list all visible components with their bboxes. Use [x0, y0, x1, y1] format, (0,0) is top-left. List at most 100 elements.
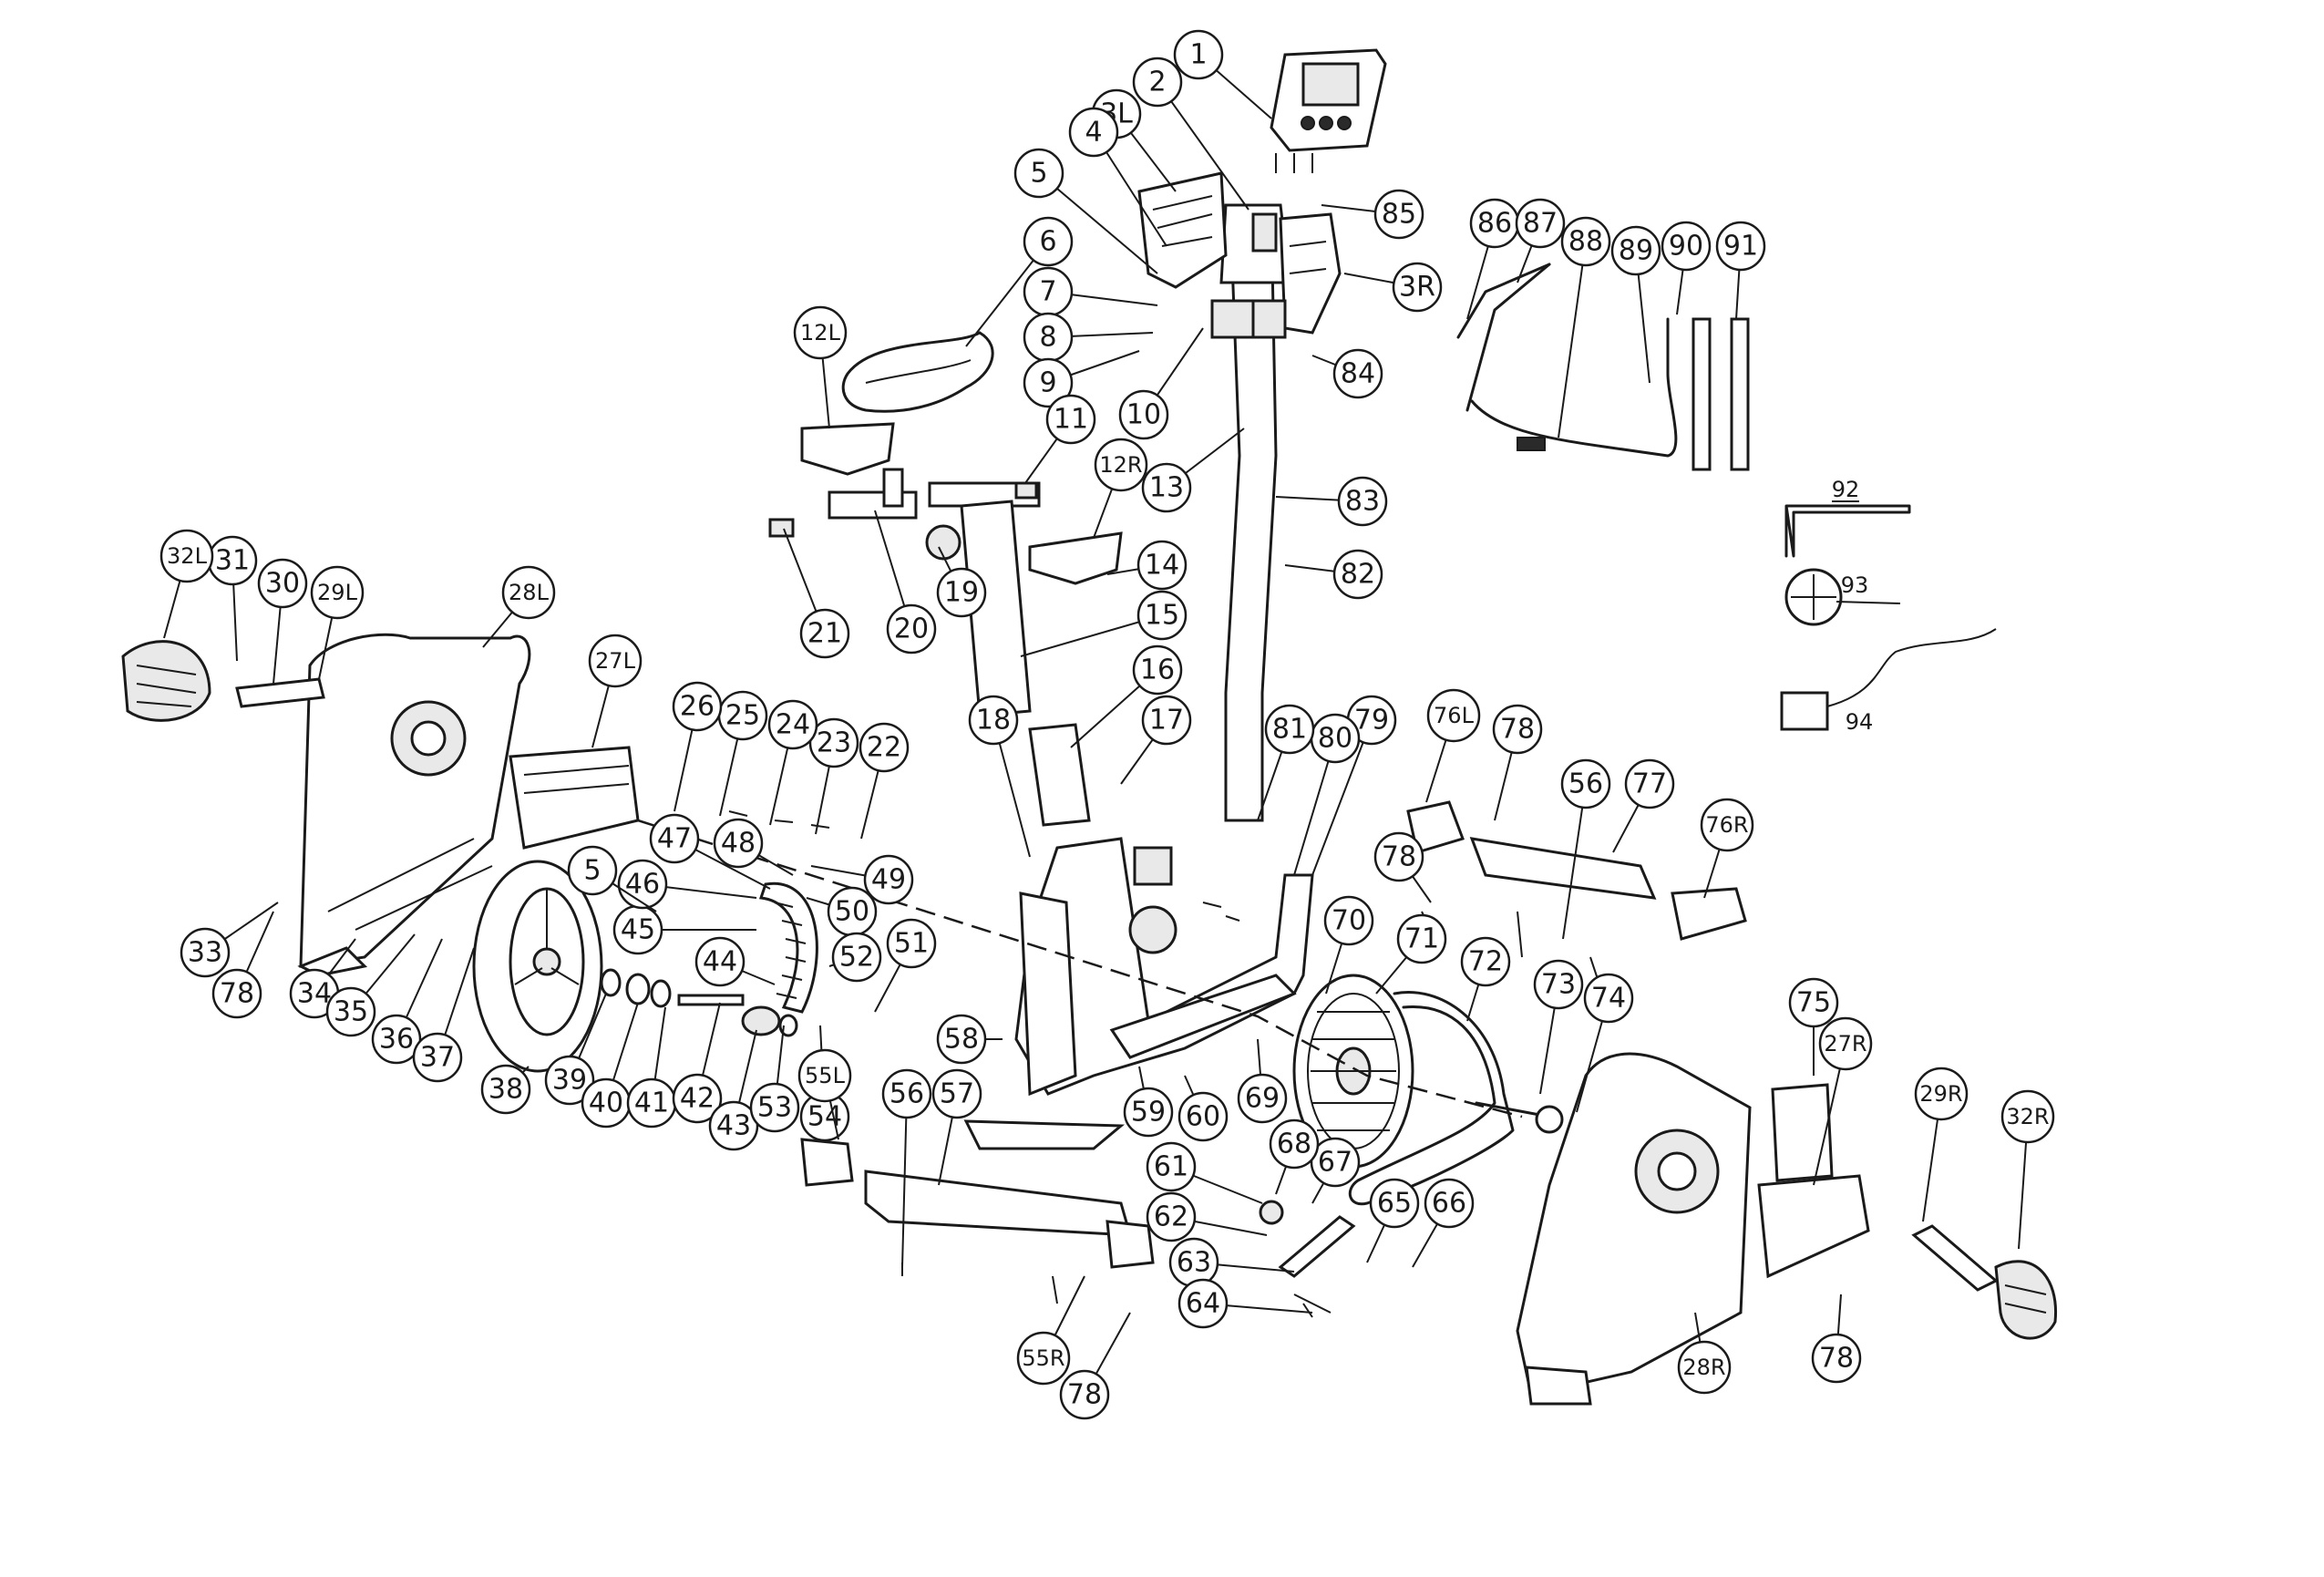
- callout-number: 40: [589, 1087, 623, 1119]
- callout-number: 66: [1432, 1188, 1466, 1220]
- callout-62: 62: [1146, 1191, 1268, 1242]
- callout-55L: 55L: [797, 1048, 852, 1140]
- callout-circle: [1369, 1178, 1420, 1229]
- callout-circle: [1460, 936, 1511, 987]
- callout-circle: [694, 936, 746, 987]
- callout-number: 58: [944, 1024, 979, 1056]
- callout-38: 38: [480, 1064, 531, 1115]
- callout-number: 78: [1819, 1343, 1854, 1375]
- callout-circle: [1141, 462, 1192, 513]
- callout-39: 39: [544, 993, 607, 1106]
- callout-circle: [1332, 549, 1383, 600]
- callout-78: 78: [1811, 1294, 1862, 1384]
- callout-35: 35: [325, 933, 416, 1037]
- callout-41: 41: [626, 1006, 677, 1129]
- callout-number: 86: [1477, 208, 1512, 240]
- rear-stabilizer-drawing: [1406, 800, 1747, 941]
- callout-circle: [480, 1064, 531, 1115]
- callout-2: 2: [1132, 57, 1249, 211]
- callout-70: 70: [1323, 895, 1374, 995]
- callout-63: 63: [1168, 1237, 1295, 1288]
- callout-circle: [936, 567, 987, 618]
- callout-number: 51: [894, 928, 929, 960]
- callout-number: 45: [621, 914, 655, 946]
- callout-circle: [713, 818, 764, 869]
- callout-59: 59: [1123, 1066, 1174, 1138]
- callout-circle: [1914, 1067, 1969, 1121]
- callout-circle: [1118, 389, 1169, 440]
- callout-number: 31: [215, 545, 250, 577]
- callout-86: 86: [1466, 198, 1520, 320]
- callout-circle: [544, 1055, 595, 1106]
- callout-circle: [588, 634, 643, 688]
- callout-56: 56: [1560, 758, 1611, 940]
- callout-circle: [1677, 1340, 1732, 1395]
- callout-circle: [1016, 1331, 1071, 1386]
- pulley-and-belt-drawing: [1292, 974, 1515, 1206]
- callout-29L: 29L: [310, 565, 365, 680]
- callout-79: 79: [1311, 695, 1397, 876]
- tools-drawing: [1780, 504, 1997, 731]
- callout-number: 57: [940, 1078, 974, 1110]
- callout-circle: [863, 854, 914, 905]
- callout-number: 89: [1619, 235, 1653, 267]
- callout-52: 52: [828, 932, 882, 983]
- callout-number: 38: [488, 1074, 523, 1106]
- callout-number: 75: [1796, 987, 1831, 1019]
- axle-parts-drawing: [600, 968, 798, 1037]
- callout-number: 14: [1145, 550, 1179, 582]
- callout-circle: [936, 1014, 987, 1065]
- callout-53: 53: [749, 1025, 800, 1133]
- callout-number: 50: [835, 896, 869, 928]
- callout-3R: 3R: [1343, 262, 1443, 313]
- callout-80: 80: [1293, 713, 1361, 876]
- callout-circle: [1177, 1278, 1229, 1329]
- callout-number: 13: [1149, 472, 1184, 504]
- callout-71: 71: [1375, 913, 1447, 995]
- callout-circle: [886, 918, 937, 969]
- callout-number: 87: [1523, 208, 1558, 240]
- callout-circle: [1269, 1118, 1320, 1170]
- callout-number: 69: [1245, 1083, 1280, 1115]
- callout-88: 88: [1558, 216, 1611, 438]
- callout-circle: [1788, 977, 1839, 1028]
- callout-circle: [1661, 221, 1712, 272]
- callout-circle: [1715, 221, 1766, 272]
- callout-number: 68: [1277, 1129, 1311, 1160]
- callout-number: 80: [1318, 723, 1352, 755]
- callout-number: 78: [220, 978, 254, 1010]
- callout-21: 21: [783, 528, 850, 659]
- leader-line: [1562, 783, 1587, 940]
- label-92: 92: [1832, 477, 1860, 502]
- callout-number: 36: [379, 1024, 414, 1056]
- callout-7: 7: [1023, 266, 1158, 317]
- leader-line: [1311, 719, 1373, 876]
- callout-78: 78: [211, 911, 274, 1019]
- callout-number: 48: [721, 828, 756, 860]
- callout-number: 76R: [1705, 812, 1748, 838]
- callout-number: 70: [1332, 905, 1366, 937]
- callout-26: 26: [672, 681, 723, 812]
- callout-43: 43: [708, 1029, 759, 1151]
- callout-circle: [672, 681, 723, 732]
- callout-circle: [325, 986, 376, 1037]
- callout-66: 66: [1412, 1178, 1475, 1268]
- callout-46: 46: [617, 859, 757, 910]
- callout-18: 18: [968, 695, 1031, 858]
- callout-circle: [799, 608, 850, 659]
- callout-49: 49: [810, 854, 914, 905]
- callout-number: 64: [1186, 1288, 1220, 1320]
- callout-47: 47: [649, 813, 771, 890]
- callout-number: 49: [871, 864, 906, 896]
- callout-10: 10: [1118, 327, 1204, 440]
- callout-number: 10: [1126, 399, 1161, 431]
- callout-number: 83: [1345, 486, 1380, 518]
- callout-number: 81: [1272, 714, 1307, 746]
- callout-16: 16: [1070, 644, 1183, 748]
- callout-number: 37: [420, 1042, 455, 1074]
- callout-44: 44: [694, 936, 776, 987]
- callout-48: 48: [713, 818, 794, 876]
- crank-axle-drawing: [1259, 1101, 1564, 1314]
- callout-number: 1: [1189, 39, 1207, 71]
